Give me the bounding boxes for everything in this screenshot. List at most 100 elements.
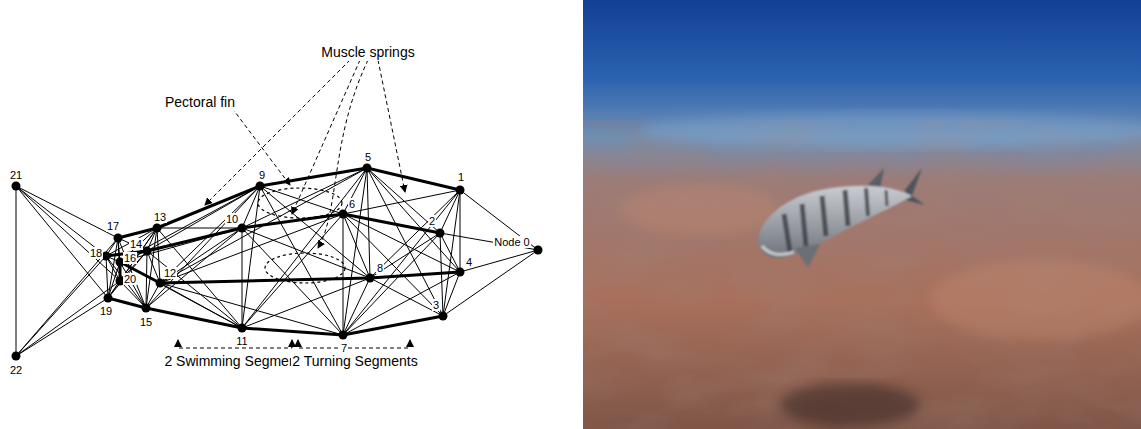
callout-text: Muscle springs — [320, 45, 415, 60]
mass-point — [156, 279, 165, 288]
spring — [16, 186, 120, 281]
mass-point — [143, 247, 152, 256]
node-number: 1 — [457, 171, 465, 183]
callout-text: Pectoral fin — [164, 95, 236, 110]
spring — [157, 228, 160, 283]
node-number: 18 — [89, 247, 103, 259]
spring — [16, 186, 118, 238]
segment-label: 2 Swimming Segments — [163, 354, 308, 369]
mass-point — [114, 234, 123, 243]
mass-point — [363, 164, 372, 173]
spring — [443, 250, 538, 316]
muscle-spring — [242, 214, 343, 228]
muscle-spring — [118, 228, 157, 238]
node-number: 13 — [153, 211, 167, 223]
spring — [370, 233, 440, 278]
spring — [16, 186, 108, 298]
node-number: 12 — [163, 267, 177, 279]
spring — [108, 228, 157, 298]
mass-point — [256, 182, 265, 191]
mass-point — [366, 274, 375, 283]
node-number: 21 — [9, 169, 23, 181]
muscle-spring — [146, 308, 242, 328]
node-number: 3 — [432, 299, 440, 311]
spring — [242, 228, 243, 328]
mass-point — [12, 352, 21, 361]
mass-point — [534, 246, 543, 255]
spring — [367, 168, 370, 278]
spring — [443, 190, 460, 316]
spring — [16, 238, 118, 356]
spring — [242, 228, 370, 278]
spring — [146, 186, 260, 308]
spring — [146, 228, 242, 308]
muscle-spring — [157, 186, 260, 228]
node-number: 2 — [428, 215, 436, 227]
muscle-spring — [343, 316, 443, 335]
spring — [242, 186, 260, 328]
muscle-spring — [160, 278, 370, 283]
segment-brackets — [178, 340, 410, 348]
spring — [16, 256, 106, 356]
mass-point — [142, 304, 151, 313]
spring — [147, 251, 242, 328]
spring — [242, 168, 367, 228]
mass-point — [238, 324, 247, 333]
spring — [367, 168, 443, 316]
mass-point — [439, 312, 448, 321]
node-number: 17 — [106, 220, 120, 232]
spring — [460, 190, 461, 272]
leader-lines — [205, 60, 405, 248]
node-number: 15 — [139, 316, 153, 328]
segment-label: 2 Turning Segments — [291, 354, 418, 369]
spring — [16, 186, 17, 356]
mass-point — [339, 210, 348, 219]
spring — [460, 190, 538, 250]
muscle-spring — [260, 168, 367, 186]
muscle-spring — [343, 214, 440, 233]
spring — [343, 214, 344, 335]
muscle-spring — [242, 328, 343, 335]
spring — [160, 214, 343, 283]
spring-lines — [16, 168, 538, 356]
mass-points — [12, 164, 543, 361]
muscle-spring — [108, 298, 146, 308]
mass-point — [104, 294, 113, 303]
mass-point — [12, 182, 21, 191]
mass-point — [456, 268, 465, 277]
spring — [460, 250, 538, 272]
spring — [343, 214, 460, 272]
spring — [157, 228, 242, 229]
mass-point — [339, 331, 348, 340]
node-label: Node 0 — [493, 236, 530, 248]
spring — [16, 298, 108, 356]
muscle-spring — [147, 228, 242, 251]
node-number: 5 — [364, 151, 372, 163]
node-number: 6 — [348, 198, 356, 210]
spring — [106, 256, 108, 298]
spring — [146, 228, 157, 308]
spring — [16, 281, 120, 356]
spring — [370, 278, 443, 316]
node-number: 19 — [99, 305, 113, 317]
spring — [242, 278, 370, 328]
mass-point — [456, 186, 465, 195]
node-number: 10 — [225, 213, 239, 225]
muscle-spring — [367, 168, 460, 190]
mass-point — [436, 229, 445, 238]
node-number: 22 — [9, 364, 23, 376]
spring — [120, 262, 242, 328]
spring — [443, 272, 460, 316]
node-number: 11 — [235, 335, 248, 347]
node-number: 14 — [129, 238, 143, 250]
node-number: 4 — [465, 256, 473, 268]
node-number: 8 — [376, 262, 384, 274]
mass-point — [153, 224, 162, 233]
spring — [16, 186, 106, 256]
node-number: 16 — [123, 252, 137, 264]
photo-background — [583, 0, 1141, 429]
shark — [758, 168, 925, 268]
spring — [146, 251, 147, 308]
node-number: 7 — [340, 342, 348, 354]
spring — [160, 283, 343, 335]
